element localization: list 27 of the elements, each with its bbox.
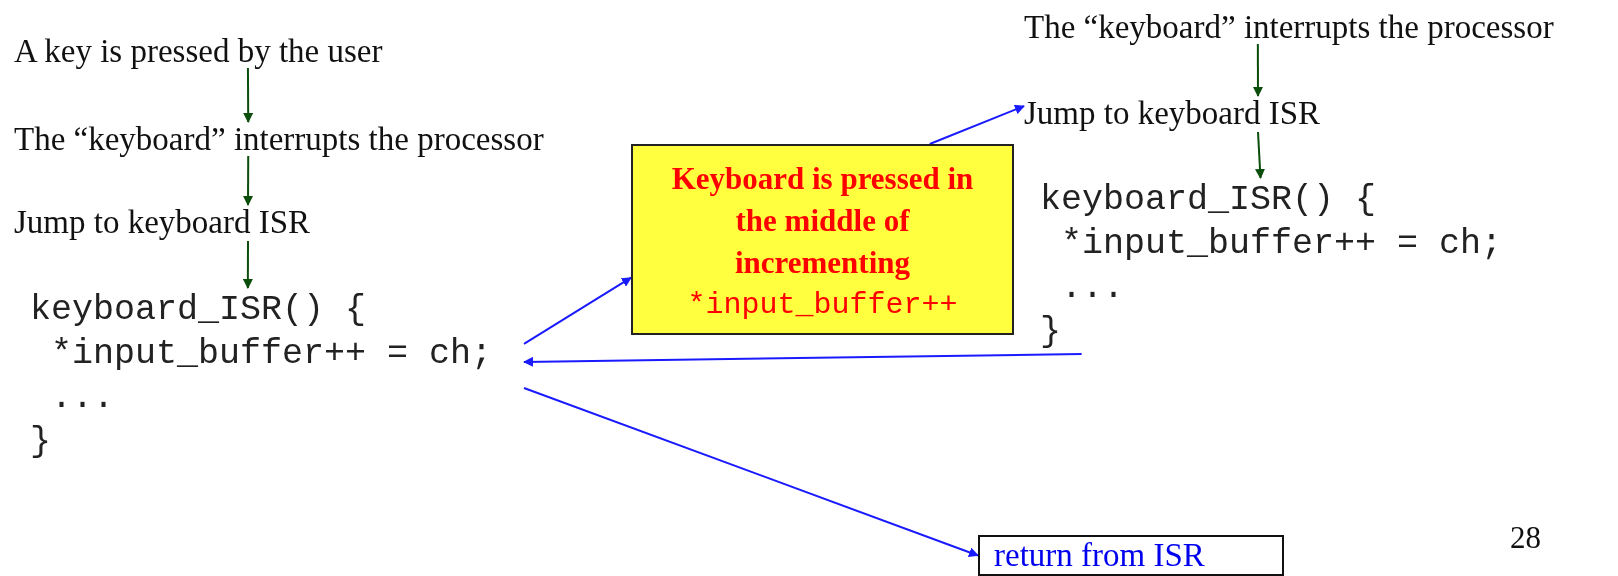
code-line: *input_buffer++ = ch; bbox=[1060, 223, 1504, 266]
code-line: ... bbox=[1060, 267, 1125, 310]
callout-box bbox=[631, 144, 1014, 335]
arrow bbox=[242, 240, 253, 289]
arrow bbox=[1255, 131, 1265, 179]
arrow bbox=[1252, 43, 1263, 97]
arrow bbox=[928, 104, 1025, 145]
step-text: Jump to keyboard ISR bbox=[1024, 96, 1322, 130]
code-text: *input_buffer++ bbox=[686, 287, 959, 324]
code-line: *input_buffer++ = ch; bbox=[50, 333, 494, 376]
code-line: } bbox=[1040, 311, 1062, 354]
code-line: keyboard_ISR() { bbox=[1040, 179, 1378, 222]
arrow bbox=[243, 155, 254, 206]
return-box: return from ISR bbox=[978, 535, 1284, 576]
step-text: The “keyboard” interrupts the processor bbox=[14, 122, 545, 156]
step-text: A key is pressed by the user bbox=[14, 34, 384, 68]
callout-text: Keyboard is pressed in the middle of incrementing bbox=[670, 160, 975, 282]
arrow bbox=[523, 386, 979, 558]
step-text: The “keyboard” interrupts the processor bbox=[1024, 10, 1555, 44]
code-line: keyboard_ISR() { bbox=[30, 289, 368, 332]
arrow bbox=[243, 67, 254, 123]
code-line: } bbox=[30, 421, 52, 464]
arrow bbox=[523, 353, 1083, 367]
arrow bbox=[523, 276, 632, 345]
page-number: 28 bbox=[1510, 520, 1541, 556]
step-text: Jump to keyboard ISR bbox=[14, 205, 312, 239]
code-line: ... bbox=[50, 377, 115, 420]
